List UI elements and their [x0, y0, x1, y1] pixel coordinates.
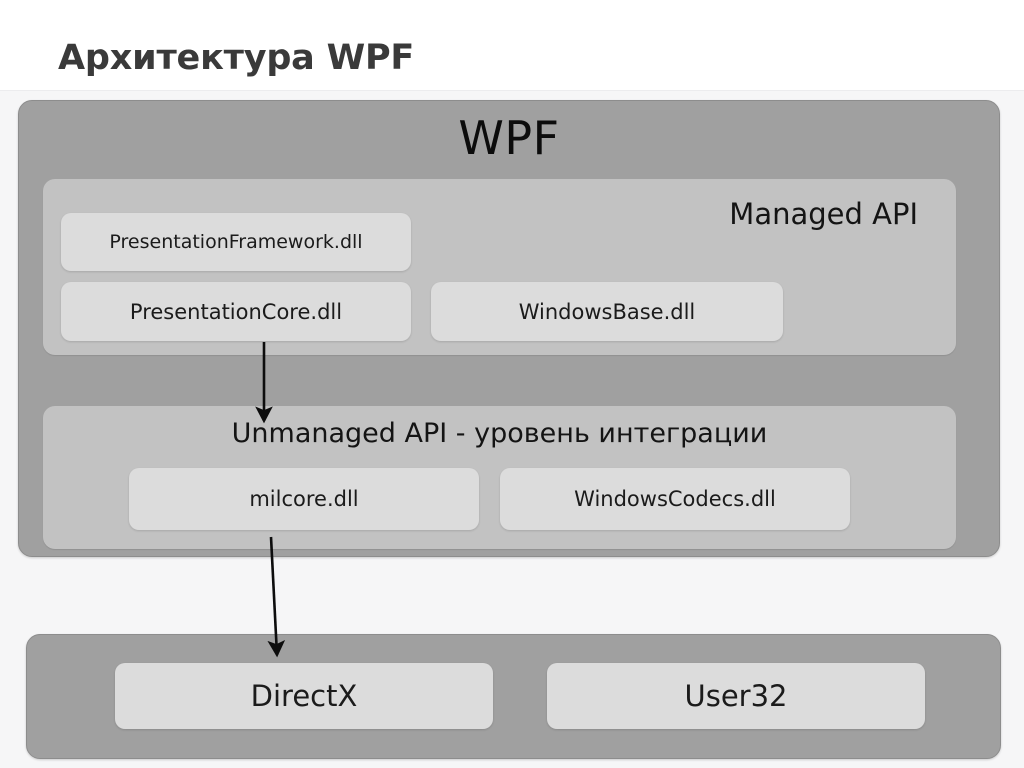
wpf-container: WPF Managed API PresentationFramework.dl… [18, 100, 1000, 557]
managed-api-title: Managed API [729, 197, 918, 231]
managed-api-panel: Managed API PresentationFramework.dll Pr… [43, 179, 956, 355]
component-user32[interactable]: User32 [547, 663, 925, 729]
component-milcore-dll[interactable]: milcore.dll [129, 468, 479, 530]
component-windowscodecs-dll[interactable]: WindowsCodecs.dll [500, 468, 850, 530]
unmanaged-api-title: Unmanaged API - уровень интеграции [231, 418, 768, 449]
component-windowsbase-dll[interactable]: WindowsBase.dll [431, 282, 783, 341]
os-layer-container: DirectX User32 [26, 634, 1001, 759]
page-title: Архитектура WPF [58, 38, 415, 78]
unmanaged-api-panel: Unmanaged API - уровень интеграции milco… [43, 406, 956, 549]
component-directx[interactable]: DirectX [115, 663, 493, 729]
wpf-container-title: WPF [458, 111, 560, 165]
component-presentationcore-dll[interactable]: PresentationCore.dll [61, 282, 411, 341]
component-presentationframework-dll[interactable]: PresentationFramework.dll [61, 213, 411, 271]
